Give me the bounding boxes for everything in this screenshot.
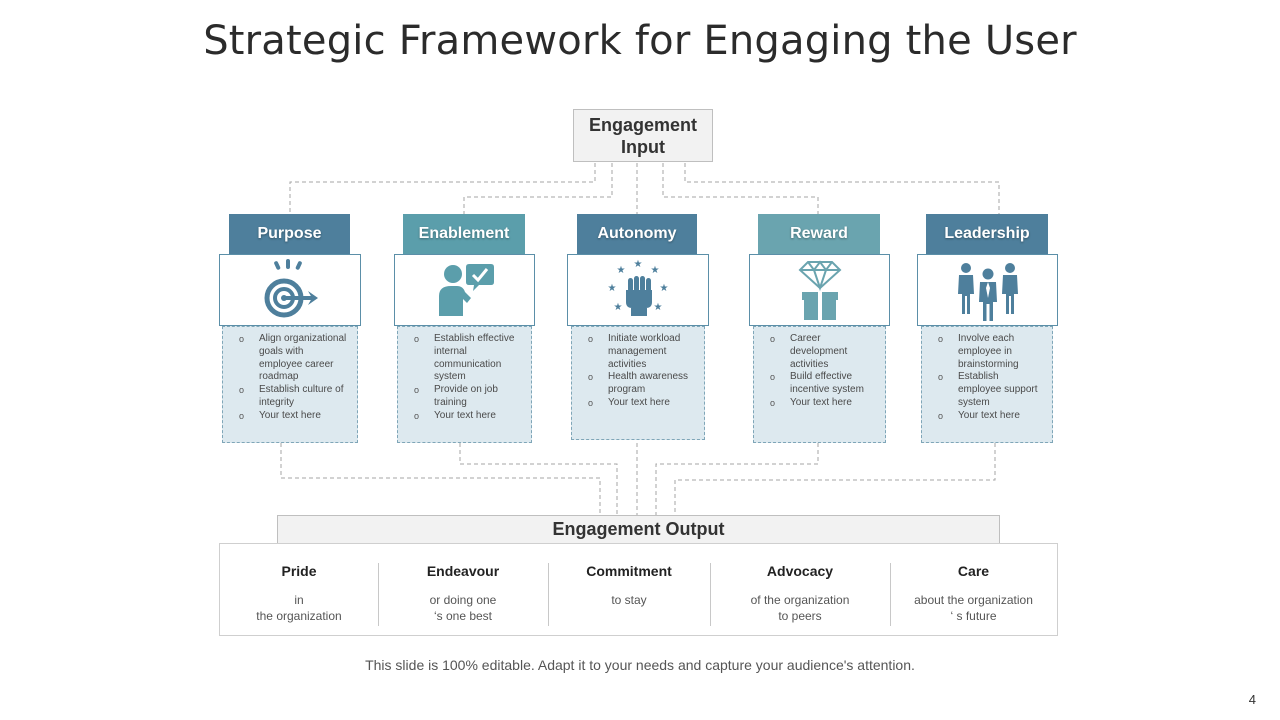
bullet-item: Establish culture of integrity xyxy=(237,384,349,410)
output-item-title: Advocacy xyxy=(766,563,834,579)
category-icon-box-leadership xyxy=(917,254,1058,326)
bullet-item: Your text here xyxy=(237,410,349,423)
category-text-enablement: Establish effective internal communicati… xyxy=(397,326,532,443)
output-item-desc: to stay xyxy=(548,592,710,608)
connector-leadership-output xyxy=(674,443,996,515)
svg-text:★: ★ xyxy=(651,265,660,276)
category-text-autonomy: Initiate workload management activities … xyxy=(571,326,705,440)
category-header-leadership: Leadership xyxy=(926,214,1048,254)
connector-reward-output xyxy=(655,443,819,515)
output-item-pride: Pride in the organization xyxy=(220,544,378,635)
bullet-item: Establish employee support system xyxy=(936,371,1044,409)
diamond-gift-icon xyxy=(798,260,841,320)
output-desc-line: of the organization xyxy=(750,593,850,607)
category-icon-box-reward xyxy=(749,254,890,326)
category-header-purpose: Purpose xyxy=(229,214,350,254)
output-desc-line: ‘ s future xyxy=(950,609,997,623)
output-divider xyxy=(710,563,711,626)
bullet-item: Your text here xyxy=(768,397,877,410)
connector-input-reward xyxy=(662,163,819,214)
connector-input-purpose xyxy=(289,163,596,214)
engagement-input-box: Engagement Input xyxy=(573,109,713,162)
output-item-desc: in the organization xyxy=(220,592,378,624)
category-header-reward: Reward xyxy=(758,214,880,254)
connector-enablement-output xyxy=(459,443,618,515)
output-desc-line: in xyxy=(294,593,304,607)
connector-input-leadership xyxy=(684,163,1000,214)
category-text-leadership: Involve each employee in brainstorming E… xyxy=(921,326,1053,443)
engagement-output-header: Engagement Output xyxy=(277,515,1000,544)
bullet-item: Provide on job training xyxy=(412,384,523,410)
bullet-item: Your text here xyxy=(586,397,696,410)
svg-text:★: ★ xyxy=(608,283,617,294)
output-desc-line: or doing one xyxy=(429,593,497,607)
output-item-commitment: Commitment to stay xyxy=(548,544,710,635)
bullet-item: Build effective incentive system xyxy=(768,371,877,397)
svg-text:★: ★ xyxy=(617,265,626,276)
category-header-autonomy: Autonomy xyxy=(577,214,697,254)
bullet-item: Initiate workload management activities xyxy=(586,333,696,371)
category-text-reward: Career development activities Build effe… xyxy=(753,326,886,443)
category-header-enablement: Enablement xyxy=(403,214,525,254)
output-item-desc: or doing one ‘s one best xyxy=(378,592,548,624)
output-item-endeavour: Endeavour or doing one ‘s one best xyxy=(378,544,548,635)
category-text-purpose: Align organizational goals with employee… xyxy=(222,326,358,443)
svg-text:★: ★ xyxy=(660,283,669,294)
category-icon-box-purpose xyxy=(219,254,361,326)
category-icon-box-autonomy: ★ ★ ★ ★ ★ ★ ★ xyxy=(567,254,709,326)
svg-text:★: ★ xyxy=(614,302,623,313)
person-chat-icon xyxy=(438,264,494,316)
category-icon-box-enablement xyxy=(394,254,535,326)
bullet-item: Align organizational goals with employee… xyxy=(237,333,349,384)
output-item-title: Commitment xyxy=(586,563,672,579)
output-item-care: Care about the organization ‘ s future xyxy=(890,544,1057,635)
footer-note: This slide is 100% editable. Adapt it to… xyxy=(365,657,915,673)
output-item-title: Endeavour xyxy=(426,563,500,579)
output-item-desc: of the organization to peers xyxy=(710,592,890,624)
output-divider xyxy=(378,563,379,626)
bullet-item: Involve each employee in brainstorming xyxy=(936,333,1044,371)
team-icon xyxy=(957,263,1018,321)
connector-input-enablement xyxy=(463,163,613,214)
slide-title: Strategic Framework for Engaging the Use… xyxy=(203,18,1077,64)
bullet-item: Your text here xyxy=(412,410,523,423)
bullet-item: Establish effective internal communicati… xyxy=(412,333,523,384)
bullet-item: Health awareness program xyxy=(586,371,696,397)
output-divider xyxy=(548,563,549,626)
svg-text:★: ★ xyxy=(654,302,663,313)
output-item-title: Care xyxy=(957,563,990,579)
fist-stars-icon: ★ ★ ★ ★ ★ ★ ★ xyxy=(608,259,669,316)
output-desc-line: to stay xyxy=(611,593,647,607)
target-icon xyxy=(264,259,318,318)
output-item-advocacy: Advocacy of the organization to peers xyxy=(710,544,890,635)
bullet-item: Your text here xyxy=(936,410,1044,423)
svg-text:★: ★ xyxy=(634,259,643,270)
output-desc-line: the organization xyxy=(256,609,342,623)
engagement-output-panel: Pride in the organization Endeavour or d… xyxy=(219,543,1058,636)
output-item-title: Pride xyxy=(281,563,317,579)
connector-purpose-output xyxy=(280,443,601,515)
output-divider xyxy=(890,563,891,626)
output-desc-line: about the organization xyxy=(914,593,1033,607)
page-number: 4 xyxy=(1248,692,1256,707)
output-item-desc: about the organization ‘ s future xyxy=(890,592,1057,624)
bullet-item: Career development activities xyxy=(768,333,877,371)
output-desc-line: ‘s one best xyxy=(433,609,493,623)
output-desc-line: to peers xyxy=(778,609,822,623)
